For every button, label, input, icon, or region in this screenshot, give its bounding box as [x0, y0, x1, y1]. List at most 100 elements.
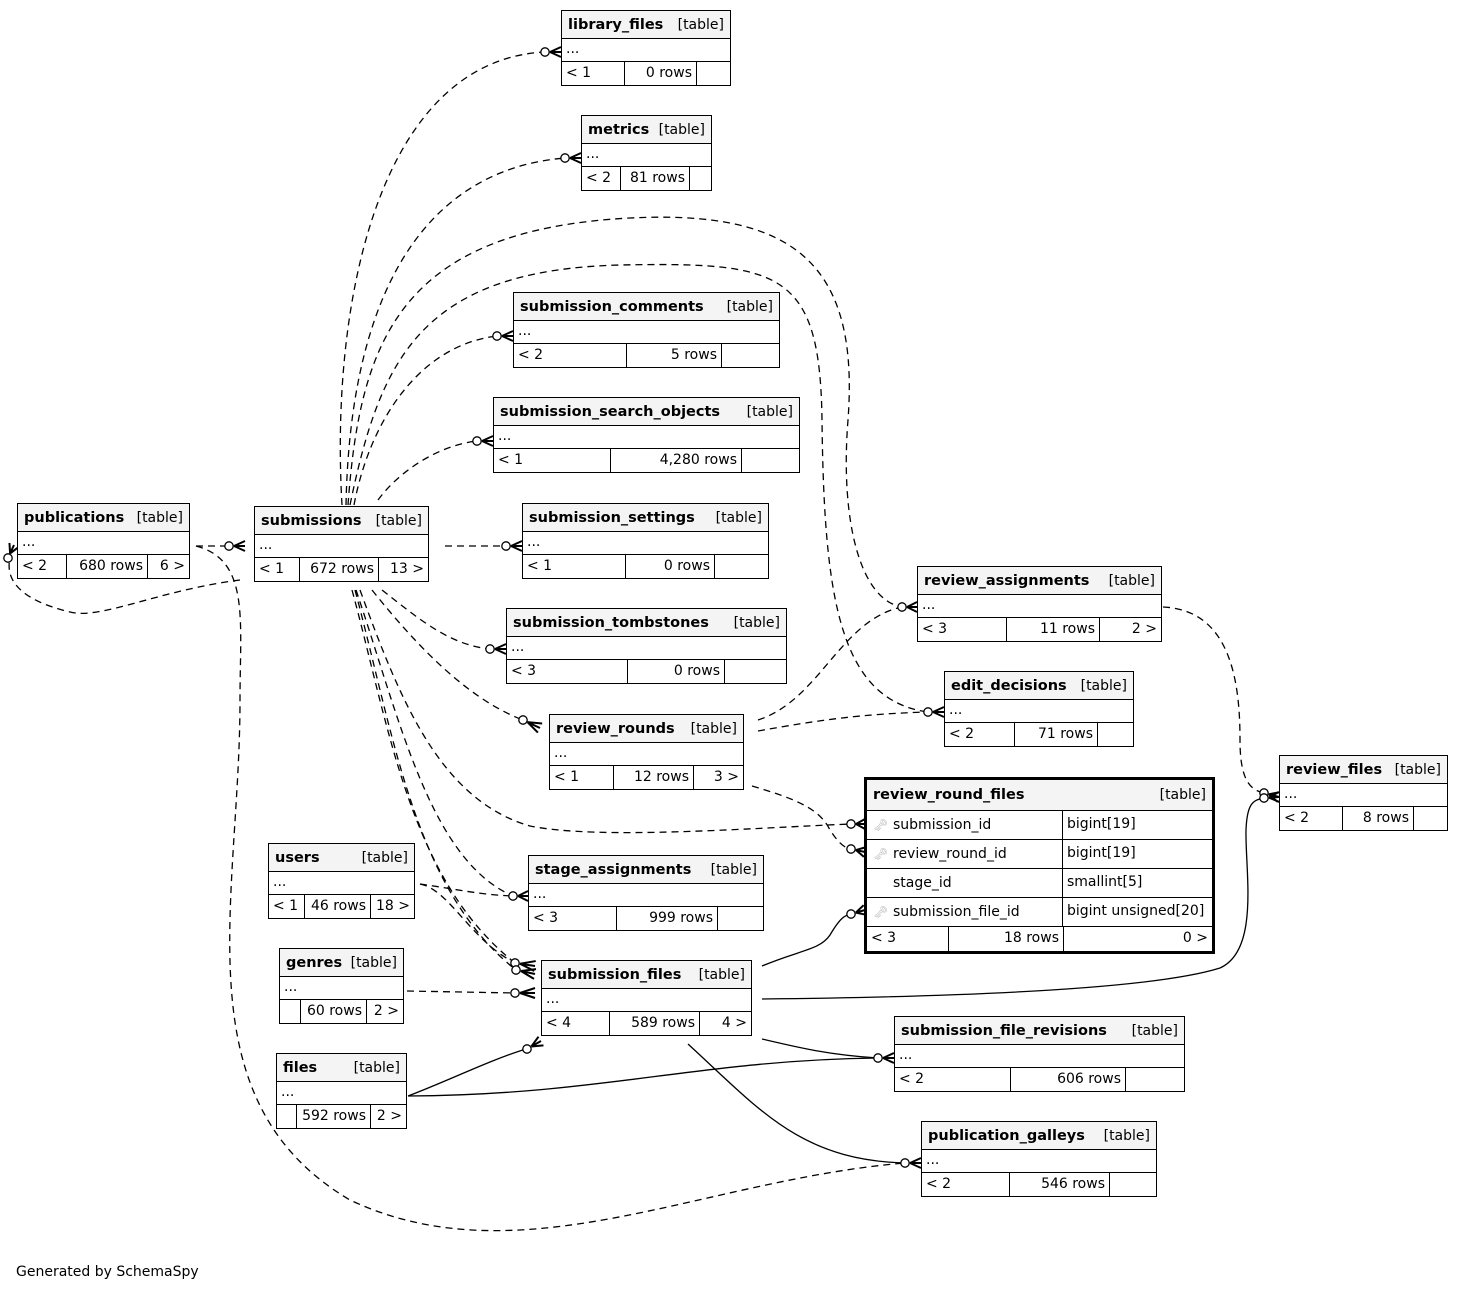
table-name: review_round_files: [873, 787, 1025, 803]
parents-count[interactable]: < 3: [511, 663, 537, 679]
row-count: 0 rows: [627, 660, 724, 683]
column-type: smallint[5]: [1067, 874, 1143, 890]
table-name: submission_comments: [520, 298, 704, 315]
columns-ellipsis: ...: [542, 989, 751, 1012]
table-submission_file_revisions[interactable]: submission_file_revisions[table] ... < 2…: [894, 1016, 1185, 1092]
table-submission_search_objects[interactable]: submission_search_objects[table] ... < 1…: [493, 397, 800, 473]
zero-or-many-marker: [540, 47, 550, 57]
table-kind: [table]: [1131, 1022, 1178, 1039]
columns-ellipsis: ...: [550, 743, 743, 766]
children-count[interactable]: [1109, 1173, 1156, 1196]
children-count[interactable]: 13 >: [378, 558, 428, 581]
column-row[interactable]: 🗝︎submission_id bigint[19]: [867, 811, 1212, 840]
children-count[interactable]: 0 >: [1063, 927, 1212, 951]
column-row[interactable]: 🗝︎review_round_id bigint[19]: [867, 840, 1212, 869]
parents-count[interactable]: < 1: [527, 558, 553, 574]
row-count: 71 rows: [1014, 723, 1097, 746]
edge-files-submission_files: [407, 1048, 527, 1097]
parents-count[interactable]: < 2: [949, 726, 975, 742]
edge-review_rounds-review_round_files: [751, 785, 852, 850]
columns-ellipsis: ...: [922, 1150, 1156, 1173]
row-count: 999 rows: [616, 907, 717, 930]
parents-count[interactable]: < 1: [273, 898, 299, 914]
children-count[interactable]: 4 >: [699, 1012, 751, 1035]
children-count[interactable]: [741, 449, 799, 472]
row-count: 8 rows: [1342, 807, 1413, 830]
parents-count[interactable]: < 3: [533, 910, 559, 926]
children-count[interactable]: [1097, 723, 1133, 746]
children-count[interactable]: [689, 167, 711, 190]
edge-publications-publication_galleys: [195, 545, 906, 1232]
crows-foot-marker: [1268, 791, 1280, 803]
columns-ellipsis: ...: [1280, 784, 1447, 807]
table-name: publication_galleys: [928, 1127, 1085, 1144]
parents-count[interactable]: < 1: [554, 769, 580, 785]
zero-or-many-marker: [846, 844, 856, 854]
parents-count[interactable]: [280, 1000, 300, 1023]
parents-count[interactable]: < 1: [259, 561, 285, 577]
children-count[interactable]: 18 >: [370, 895, 414, 918]
parents-count[interactable]: < 2: [899, 1071, 925, 1087]
children-count[interactable]: 2 >: [1099, 618, 1161, 641]
edge-users-stage_assignments: [419, 883, 514, 897]
parents-count[interactable]: < 3: [922, 621, 948, 637]
parents-count[interactable]: < 2: [586, 170, 612, 186]
table-kind: [table]: [375, 512, 422, 529]
children-count[interactable]: [696, 62, 730, 85]
children-count[interactable]: 2 >: [370, 1105, 406, 1128]
table-name: users: [275, 849, 320, 866]
row-count: 4,280 rows: [610, 449, 741, 472]
generator-note: Generated by SchemaSpy: [16, 1264, 199, 1280]
children-count[interactable]: [1413, 807, 1447, 830]
children-count[interactable]: 2 >: [366, 1000, 403, 1023]
parents-count[interactable]: < 2: [926, 1176, 952, 1192]
row-count: 81 rows: [620, 167, 689, 190]
children-count[interactable]: [717, 907, 763, 930]
parents-count[interactable]: < 1: [566, 65, 592, 81]
parents-count[interactable]: [277, 1105, 296, 1128]
edge-submissions-review_rounds: [371, 589, 524, 721]
children-count[interactable]: [724, 660, 786, 683]
children-count[interactable]: [714, 555, 768, 578]
parents-count[interactable]: < 1: [498, 452, 524, 468]
parents-count[interactable]: < 4: [546, 1015, 572, 1031]
children-count[interactable]: 3 >: [693, 766, 743, 789]
edge-submissions-edit_decisions: [349, 263, 929, 713]
children-count[interactable]: [721, 344, 779, 367]
column-row[interactable]: 🗝︎submission_file_id bigint unsigned[20]: [867, 898, 1212, 927]
table-name: files: [283, 1059, 318, 1076]
parents-count[interactable]: < 3: [871, 930, 897, 946]
children-count[interactable]: 6 >: [147, 555, 189, 578]
zero-or-many-marker: [1259, 793, 1269, 803]
table-kind: [table]: [1080, 677, 1127, 694]
parents-count[interactable]: < 2: [22, 558, 48, 574]
row-count: 680 rows: [66, 555, 147, 578]
children-count[interactable]: [1125, 1068, 1184, 1091]
zero-or-many-marker: [560, 153, 570, 163]
table-review_round_files[interactable]: review_round_files[table] 🗝︎submission_i…: [864, 777, 1215, 954]
parents-count[interactable]: < 2: [1284, 810, 1310, 826]
columns-ellipsis: ...: [562, 39, 730, 62]
row-count: 60 rows: [300, 1000, 366, 1023]
column-row[interactable]: stage_id smallint[5]: [867, 869, 1212, 898]
edge-submissions-metrics: [345, 157, 566, 506]
zero-or-many-marker: [492, 331, 502, 341]
parents-count[interactable]: < 2: [518, 347, 544, 363]
